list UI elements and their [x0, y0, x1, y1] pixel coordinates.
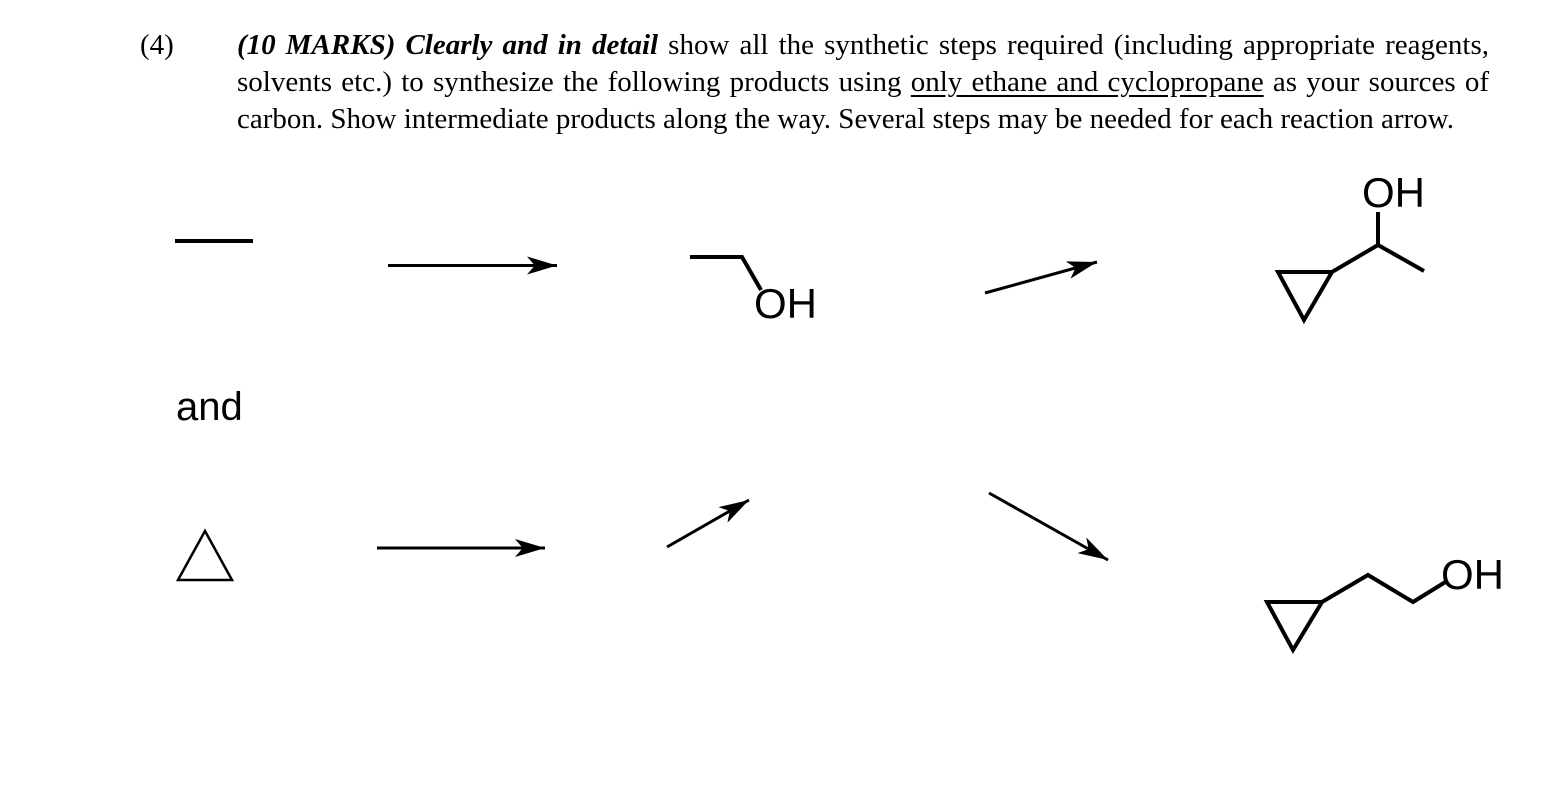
arrow-shaft [988, 491, 1109, 562]
question-number: (4) [140, 29, 174, 61]
connector-and-label: and [176, 385, 243, 429]
cyclopropane-ring [1263, 600, 1326, 655]
hydroxyl-label: OH [1362, 169, 1425, 216]
1-cyclopropylethanol-structure: OH [1274, 169, 1425, 325]
arrow-shaft [666, 498, 750, 549]
reaction-arrow-4 [666, 498, 750, 549]
reaction-arrow-5 [988, 491, 1109, 562]
question-marks-lead: (10 MARKS) Clearly and in detail [237, 29, 659, 61]
question-body-after-underline: as your sources of carbon. Show intermed… [237, 66, 1489, 135]
skeletal-bonds [1320, 572, 1449, 605]
cyclopropane-structure [175, 528, 235, 582]
ring-to-carbinol-bond [1330, 243, 1380, 274]
methyl-bond [1377, 243, 1425, 273]
hydroxyl-label: OH [1441, 551, 1504, 598]
ethanol-structure: OH [690, 255, 817, 327]
question-body-before-underline: show all the synthetic steps required (i… [237, 29, 1489, 98]
hydroxyl-label: OH [754, 280, 817, 327]
arrow-shaft [984, 260, 1098, 295]
reaction-arrow-2 [984, 260, 1098, 295]
question-text: (10 MARKS) Clearly and in detail show al… [237, 27, 1489, 138]
2-cyclopropylethanol-structure: OH [1263, 551, 1504, 655]
question-underlined-phrase: only ethane and cyclopropane [910, 66, 1264, 98]
cyclopropane-ring [175, 528, 235, 582]
skeletal-bonds [690, 255, 763, 291]
cyclopropane-ring [1274, 270, 1336, 325]
